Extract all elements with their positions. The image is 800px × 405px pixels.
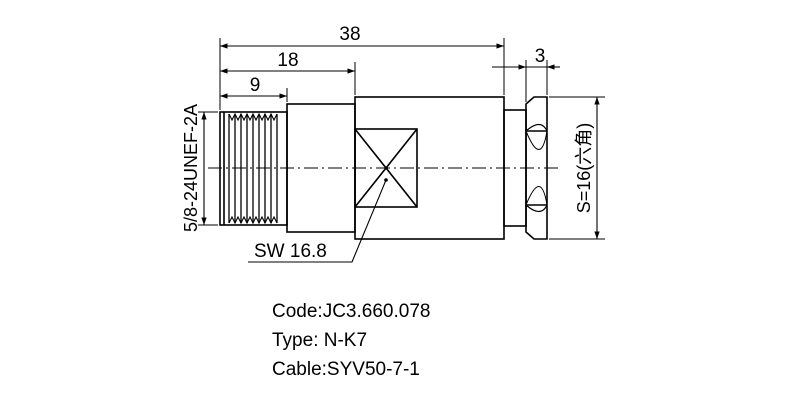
- hex-nut: [525, 96, 548, 240]
- dim-3-label: 3: [535, 46, 546, 67]
- cable-label: Cable:SYV50-7-1: [272, 359, 420, 380]
- thread-crests: [228, 114, 278, 223]
- code-label: Code:JC3.660.078: [272, 301, 431, 322]
- type-label: Type: N-K7: [272, 330, 368, 351]
- dimension-lines: [201, 43, 600, 263]
- dim-9-label: 9: [250, 75, 261, 96]
- neck-section: [286, 103, 356, 233]
- hex-size-label: S=16(六角): [574, 123, 594, 214]
- dim-38-label: 38: [339, 24, 360, 45]
- sw-label: SW 16.8: [254, 241, 327, 262]
- sw-leader-dot: [384, 178, 388, 182]
- sw-leader: [248, 179, 387, 263]
- dim-18-label: 18: [277, 50, 298, 71]
- thread-spec-label: 5/8-24UNEF-2A: [181, 104, 201, 232]
